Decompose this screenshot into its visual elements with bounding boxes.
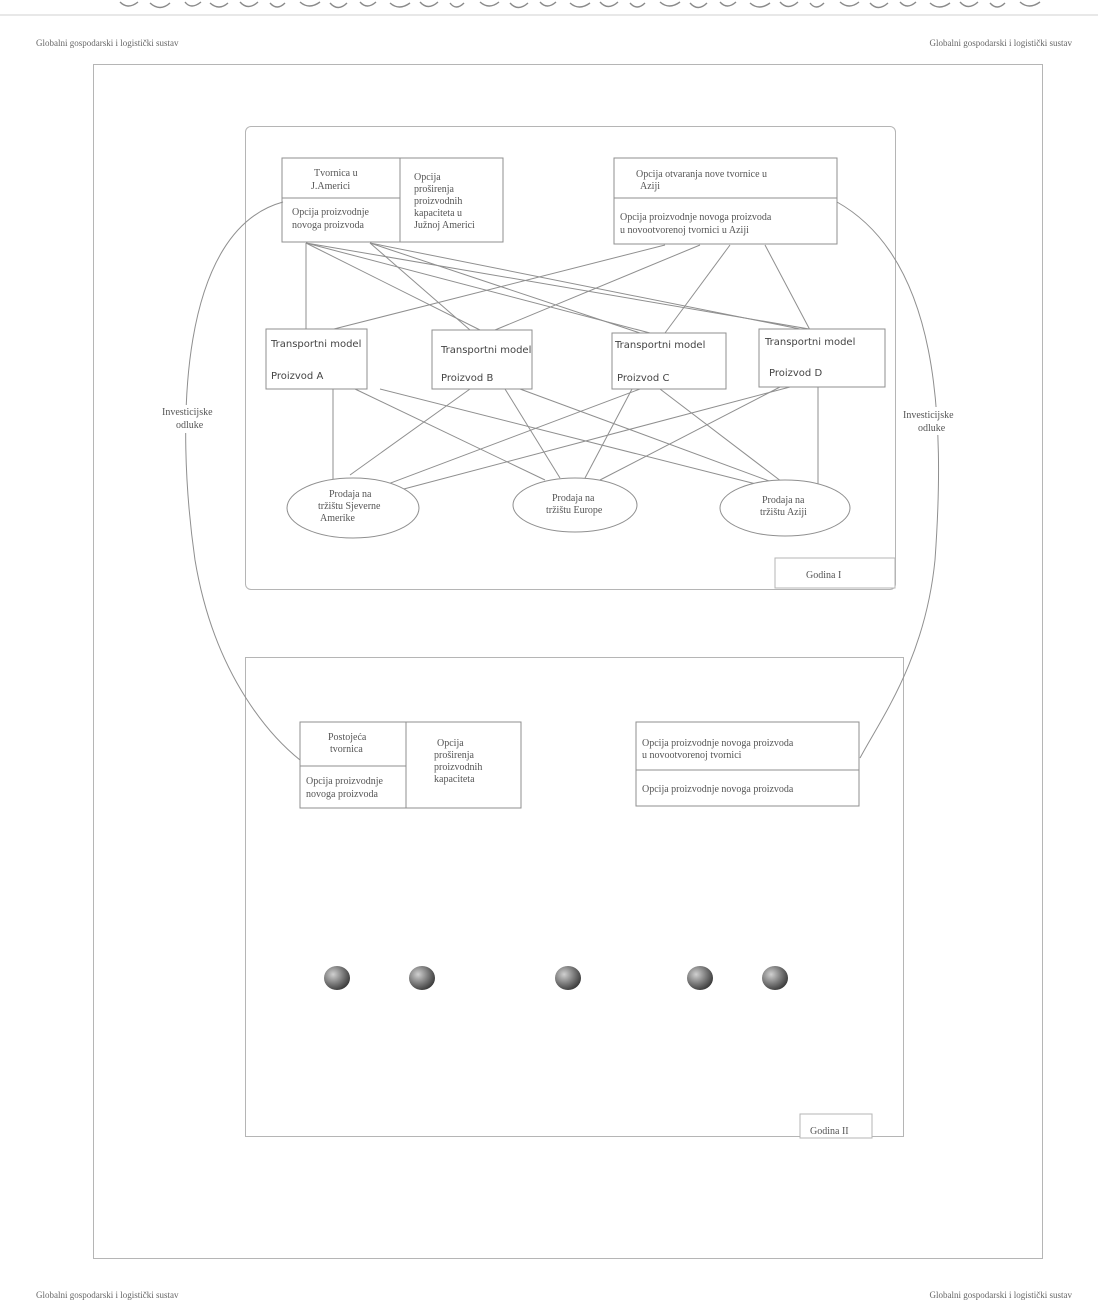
investment-arcs	[185, 201, 940, 761]
market-na-3: Amerike	[320, 513, 356, 524]
node-row	[324, 966, 788, 990]
y2-right-top-1: Opcija proizvodnje novoga proizvoda	[642, 738, 794, 749]
connector-line	[379, 388, 761, 486]
transport-box-c: Transportni model Proizvod C	[611, 332, 727, 390]
investment-left-1: Investicijske	[162, 407, 213, 418]
transport-a-title: Transportni model	[270, 339, 361, 350]
market-na-2: tržištu Sjeverne	[318, 501, 381, 512]
existing-name-2: tvornica	[330, 744, 363, 755]
top-band-decoration	[0, 0, 1098, 16]
connector-line	[305, 242, 481, 331]
year-1-frame	[245, 126, 896, 590]
asia-factory-box: Opcija otvaranja nove tvornice u Aziji O…	[613, 157, 838, 245]
node-dot	[555, 966, 581, 990]
transport-box-b: Transportni model Proizvod B	[431, 329, 533, 390]
investment-arc-left	[185, 201, 301, 761]
connector-line	[329, 244, 666, 331]
transport-d-product: Proizvod D	[769, 368, 822, 379]
footer-left-caption: Globalni gospodarski i logistički sustav	[36, 1290, 179, 1300]
connector-line	[519, 388, 781, 486]
transport-b-title: Transportni model	[440, 345, 531, 356]
transport-d-title: Transportni model	[764, 337, 855, 348]
year-1-label-box: Godina I	[774, 557, 896, 589]
footer-right-caption: Globalni gospodarski i logistički sustav	[929, 1290, 1073, 1300]
node-dot	[324, 966, 350, 990]
market-asia: Prodaja na tržištu Aziji	[719, 479, 851, 537]
investment-right-2: odluke	[918, 423, 946, 434]
investment-arc-right	[836, 201, 940, 759]
factory-sa-option-2: novoga proizvoda	[292, 220, 364, 231]
year-1-label: Godina I	[806, 570, 841, 581]
asia-bottom-2: u novootvorenoj tvornici u Aziji	[620, 225, 749, 236]
expansion-sa-4: kapaciteta u	[414, 208, 462, 219]
market-europe: Prodaja na tržištu Europe	[512, 477, 638, 533]
existing-option-1: Opcija proizvodnje	[306, 776, 383, 787]
factory-sa-name-1: Tvornica u	[314, 168, 358, 179]
expansion-sa-2: proširenja	[414, 184, 455, 195]
expansion-sa-3: proizvodnih	[414, 196, 462, 207]
transport-box-d: Transportni model Proizvod D	[758, 328, 886, 388]
expansion-y2-4: kapaciteta	[434, 774, 475, 785]
connector-line	[369, 242, 471, 331]
connector-line	[399, 386, 791, 491]
market-as-1: Prodaja na	[762, 495, 805, 506]
year-2-label: Godina II	[810, 1126, 849, 1137]
connector-line	[379, 388, 641, 488]
connector-line	[369, 242, 641, 334]
expansion-sa-5: Južnoj Americi	[414, 220, 475, 231]
node-dot	[409, 966, 435, 990]
market-as-2: tržištu Aziji	[760, 507, 807, 518]
asia-top-1: Opcija otvaranja nove tvornice u	[636, 169, 767, 180]
market-eu-1: Prodaja na	[552, 493, 595, 504]
expansion-y2-1: Opcija	[437, 738, 464, 749]
connector-line	[584, 388, 633, 479]
connector-line	[494, 244, 701, 331]
year-2-frame	[245, 657, 904, 1137]
new-factory-option-box: Opcija proizvodnje novoga proizvoda u no…	[635, 721, 860, 807]
market-eu-2: tržištu Europe	[546, 505, 603, 516]
connector-line	[764, 244, 811, 331]
header-left-caption: Globalni gospodarski i logistički sustav	[36, 38, 179, 48]
node-dot	[687, 966, 713, 990]
connector-line	[305, 242, 651, 334]
connector-line	[659, 388, 791, 489]
connector-line	[599, 386, 781, 481]
connector-line	[369, 242, 806, 331]
market-north-america: Prodaja na tržištu Sjeverne Amerike	[286, 477, 420, 539]
factory-sa-name-2: J.Americi	[311, 181, 350, 192]
expansion-sa-1: Opcija	[414, 172, 441, 183]
factory-sa-option-1: Opcija proizvodnje	[292, 207, 369, 218]
investment-left-2: odluke	[176, 420, 204, 431]
transport-c-product: Proizvod C	[617, 373, 669, 384]
connector-line	[664, 244, 731, 334]
transport-c-title: Transportni model	[614, 340, 705, 351]
connector-line	[349, 388, 471, 476]
existing-factory-box: Postojeća tvornica Opcija proizvodnje no…	[299, 721, 522, 809]
year-2-label-box: Godina II	[799, 1113, 873, 1139]
expansion-y2-2: proširenja	[434, 750, 475, 761]
transport-box-a: Transportni model Proizvod A	[265, 328, 368, 390]
outer-frame	[93, 64, 1043, 1259]
node-dot	[762, 966, 788, 990]
investment-right-1: Investicijske	[903, 410, 954, 421]
y2-right-top-2: u novootvorenoj tvornici	[642, 750, 742, 761]
existing-option-2: novoga proizvoda	[306, 789, 378, 800]
factory-sa-box: Tvornica u J.Americi Opcija proizvodnje …	[281, 157, 504, 243]
asia-top-2: Aziji	[640, 181, 660, 192]
connector-line	[504, 388, 561, 479]
y2-right-bottom: Opcija proizvodnje novoga proizvoda	[642, 784, 794, 795]
transport-a-product: Proizvod A	[271, 371, 323, 382]
existing-name-1: Postojeća	[328, 732, 367, 743]
market-na-1: Prodaja na	[329, 489, 372, 500]
transport-b-product: Proizvod B	[441, 373, 493, 384]
expansion-y2-3: proizvodnih	[434, 762, 482, 773]
header-right-caption: Globalni gospodarski i logistički sustav	[929, 38, 1073, 48]
connector-line	[354, 388, 546, 481]
connector-lines-year-1	[305, 242, 819, 491]
asia-bottom-1: Opcija proizvodnje novoga proizvoda	[620, 212, 772, 223]
